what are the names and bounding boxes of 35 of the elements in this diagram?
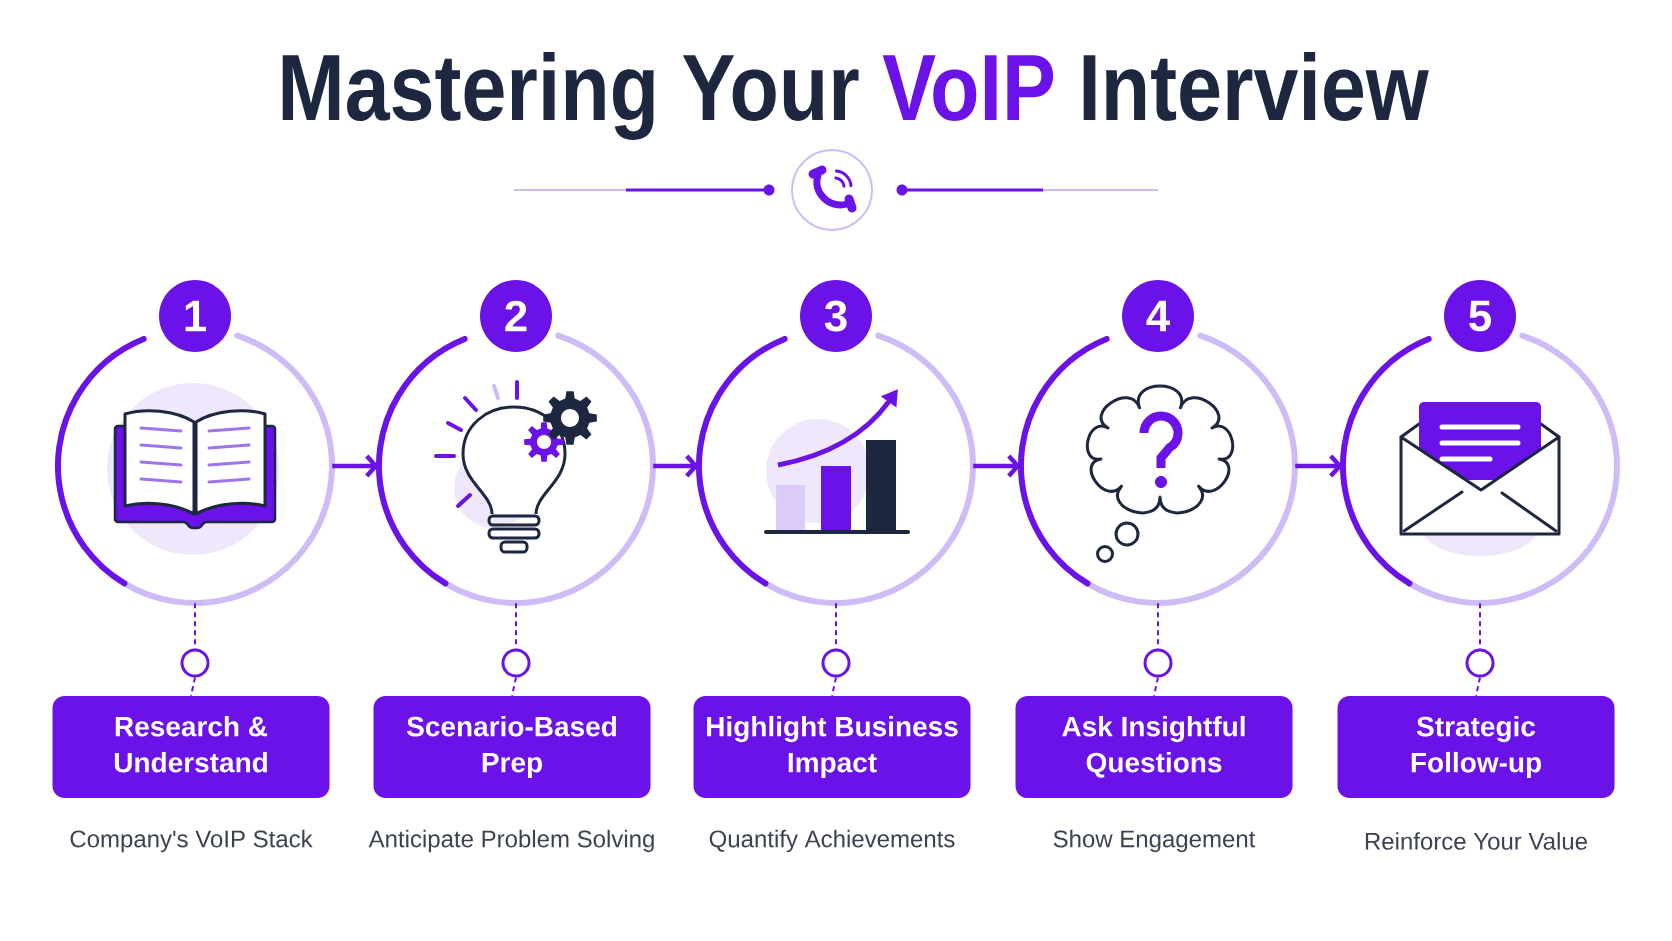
dashed-line (1153, 676, 1159, 697)
number-badge: 4 (1122, 280, 1194, 352)
small-ring (180, 648, 210, 678)
step-caption: Company's VoIP Stack (70, 829, 313, 853)
small-ring (1465, 648, 1495, 678)
step-box: Highlight Business Impact (693, 696, 971, 798)
step-box: Research & Understand (52, 696, 330, 798)
arrow (973, 454, 1021, 478)
step-caption: Show Engagement (1053, 829, 1256, 853)
progress-ring (1017, 332, 1298, 606)
step-caption: Quantify Achievements (709, 829, 955, 853)
title: Mastering Your VoIP Interview (282, 51, 1429, 140)
progress-ring (375, 332, 656, 606)
number-badge: 3 (800, 280, 872, 352)
arrow (653, 454, 699, 478)
arrow (332, 454, 379, 478)
number-badge: 1 (159, 280, 231, 352)
progress-ring (1339, 332, 1620, 606)
step-caption: Reinforce Your Value (1365, 832, 1587, 850)
step-box: Scenario-Based Prep (373, 696, 651, 798)
dashed-line (1475, 676, 1481, 697)
small-ring (501, 648, 531, 678)
dashed-line (511, 676, 517, 697)
step-box: Ask Insightful Questions (1015, 696, 1293, 798)
dashed-line (831, 676, 837, 697)
step-box: Strategic Follow-up (1337, 696, 1615, 798)
small-ring (821, 648, 851, 678)
small-ring (1143, 648, 1173, 678)
arrow (1295, 454, 1343, 478)
number-badge: 2 (480, 280, 552, 352)
step-caption: Anticipate Problem Solving (368, 829, 654, 853)
dashed-line (190, 676, 196, 697)
progress-ring (54, 332, 335, 606)
number-badge: 5 (1444, 280, 1516, 352)
progress-ring (695, 332, 976, 606)
